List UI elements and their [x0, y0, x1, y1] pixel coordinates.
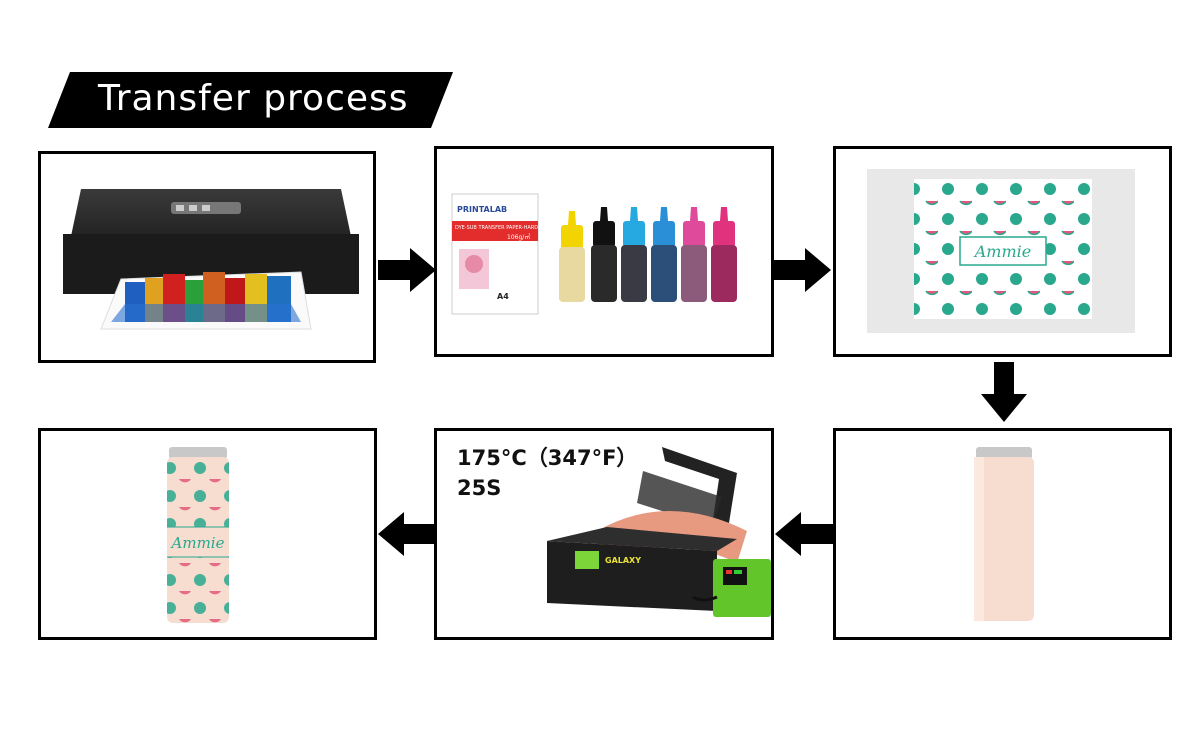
ink-bottle-magenta: [711, 207, 737, 302]
paper-brand: PRINTALAB: [457, 205, 507, 214]
step-paper-ink: PRINTALAB DYE-SUB TRANSFER PAPER-HARD SE…: [434, 146, 774, 357]
step-finished-tumbler: Ammie: [38, 428, 377, 640]
finished-tumbler-image: Ammie: [167, 447, 229, 623]
temperature-label: 175°C（347°F）: [457, 446, 638, 470]
paper-size: A4: [497, 292, 509, 301]
paper-weight: 106g/㎡: [507, 233, 530, 241]
paper-and-ink-image: PRINTALAB DYE-SUB TRANSFER PAPER-HARD SE…: [451, 193, 737, 315]
printer-image: [63, 189, 359, 330]
press-brand: GALAXY: [605, 556, 641, 565]
ink-bottle-light-magenta: [681, 207, 707, 302]
ink-bottle-blue: [651, 207, 677, 302]
heat-press-image: GALAXY: [547, 447, 771, 617]
blank-tumbler-image: [974, 447, 1034, 621]
step-printer: [38, 151, 376, 363]
step-printed-sheet: Ammie: [833, 146, 1172, 357]
arrow-down: [981, 362, 1027, 422]
page-title: Transfer process: [98, 78, 409, 119]
arrow-left-2: [378, 512, 436, 556]
ink-bottle-cyan: [621, 207, 647, 302]
step-blank-tumbler: [833, 428, 1172, 640]
sheet-pattern-text: Ammie: [973, 242, 1031, 261]
time-label: 25S: [457, 476, 502, 500]
printed-sheet-image: Ammie: [867, 169, 1135, 333]
ink-bottle-yellow: [559, 211, 585, 302]
press-settings: 175°C（347°F） 25S: [457, 443, 637, 503]
step-heat-press: 175°C（347°F） 25S GALAXY: [434, 428, 774, 640]
arrow-right-2: [773, 248, 831, 292]
arrow-right-1: [378, 248, 436, 292]
tumbler-pattern-text: Ammie: [170, 534, 225, 552]
title-banner: [48, 72, 453, 128]
paper-series: DYE-SUB TRANSFER PAPER-HARD SERIES: [455, 225, 557, 231]
arrow-left-1: [775, 512, 833, 556]
ink-bottle-black: [591, 207, 617, 302]
